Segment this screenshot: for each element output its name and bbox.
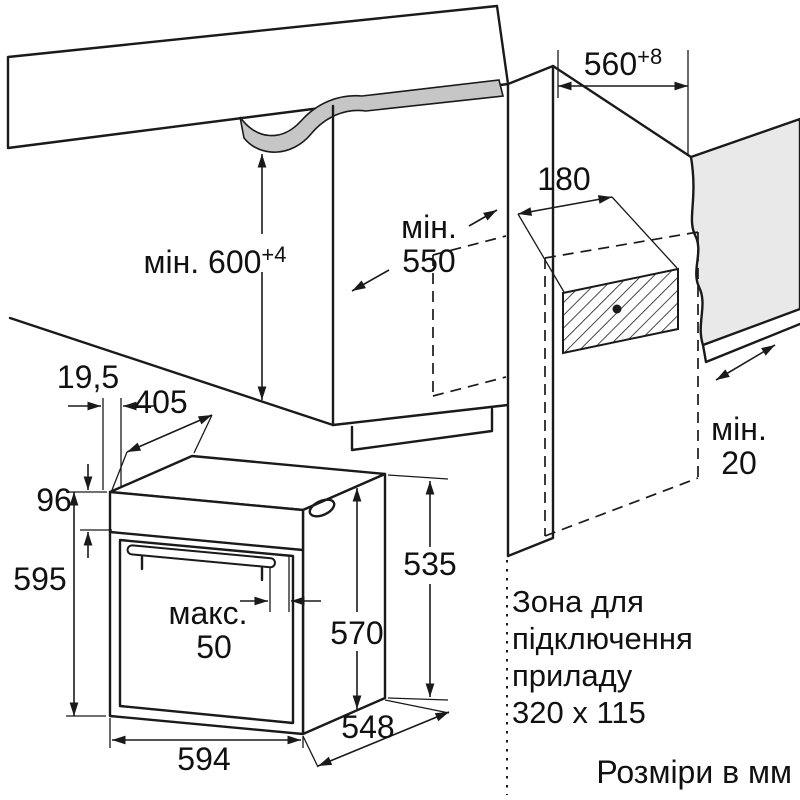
floor-edge-left: [8, 316, 335, 427]
dim-top-depth-label: 405: [134, 384, 187, 420]
dim-niche-depth-label-value: 550: [402, 243, 455, 279]
countertop-right: [689, 117, 800, 347]
dim-zone-offset-line: [517, 195, 613, 216]
niche-floor-edge: [331, 403, 510, 427]
oven-door: [118, 538, 295, 725]
connection-zone-note-line3: приладу: [512, 658, 633, 693]
dim-inner-depth-label: 570: [330, 615, 383, 651]
dim-top-depth: 405: [111, 384, 213, 491]
dim-inner-depth: 570: [330, 488, 384, 709]
dim-niche-width-label: 560+8: [584, 44, 662, 82]
connection-zone-note-line2: підключення: [512, 621, 693, 656]
connection-zone-note: Зона для підключення приладу 320 x 115: [512, 584, 693, 730]
dim-oven-height-label: 595: [13, 561, 66, 597]
dim-body-depth-label: 535: [403, 546, 456, 582]
wall-top-edge: [551, 64, 693, 159]
dim-handle-max-label-word: макс.: [168, 595, 247, 631]
dim-oven-width: 594: [109, 718, 304, 777]
dim-total-depth: 548: [302, 699, 450, 768]
oven-side-vent: [308, 498, 336, 518]
dim-handle-max-label-value: 50: [196, 629, 232, 665]
dim-oven-width-ext: [109, 718, 304, 748]
dim-handle-max-ext: [269, 556, 290, 612]
dim-panel-height-ext: [66, 491, 112, 531]
connection-zone-dot: [612, 304, 622, 314]
dim-rear-gap-label-min: мін.: [711, 411, 767, 447]
dim-panel-height-label: 96: [36, 482, 72, 518]
oven: [108, 454, 387, 736]
oven-right-face: [301, 472, 387, 736]
dim-niche-width: 560+8: [557, 44, 689, 156]
dim-rear-gap: мін. 20: [711, 344, 776, 481]
countertop-left: [6, 4, 510, 150]
dim-zone-offset-label: 180: [537, 161, 590, 197]
units-note: Розміри в мм: [596, 754, 792, 790]
oven-handle: [126, 544, 276, 569]
dim-total-depth-ext: [302, 699, 450, 768]
countertop-left-break: [239, 79, 504, 153]
dim-total-depth-label: 548: [341, 709, 394, 745]
dim-niche-depth-line-low: [351, 269, 390, 292]
oven-control-panel-line: [108, 530, 305, 552]
dim-front-clearance-ext: [102, 398, 122, 490]
cabinet-side-panel: [506, 64, 555, 558]
dim-handle-max: макс. 50: [168, 556, 321, 665]
oven-handle-brackets: [140, 555, 264, 582]
niche-plinth: [350, 407, 494, 452]
dim-front-clearance: 19,5: [57, 359, 156, 490]
dim-niche-depth-label-min: мін.: [401, 209, 457, 245]
dim-oven-width-label: 594: [177, 741, 230, 777]
dim-body-depth: 535: [387, 474, 457, 701]
countertop-right-thickness: [701, 322, 800, 364]
dim-front-clearance-label: 19,5: [57, 359, 119, 395]
dim-oven-height: 595: [13, 492, 106, 717]
dim-niche-depth: мін. 550: [351, 209, 498, 292]
dim-zone-offset-ext: [517, 196, 678, 293]
connection-zone-note-line4: 320 x 115: [512, 695, 646, 730]
dim-rear-gap-line: [715, 344, 776, 381]
dim-rear-gap-label-value: 20: [721, 445, 757, 481]
dim-niche-depth-line-high: [468, 209, 498, 227]
dim-top-depth-line: [126, 414, 213, 453]
dim-niche-height: мін. 600+4: [143, 154, 287, 400]
dim-body-depth-ext: [387, 474, 449, 701]
dim-niche-height-label: мін. 600+4: [143, 242, 286, 280]
niche-depth-hidden-outline: [432, 235, 507, 397]
dim-panel-height: 96: [36, 464, 112, 558]
connection-zone-note-line1: Зона для: [512, 584, 644, 619]
dim-total-depth-line: [317, 711, 450, 767]
dim-zone-offset: 180: [517, 161, 678, 293]
